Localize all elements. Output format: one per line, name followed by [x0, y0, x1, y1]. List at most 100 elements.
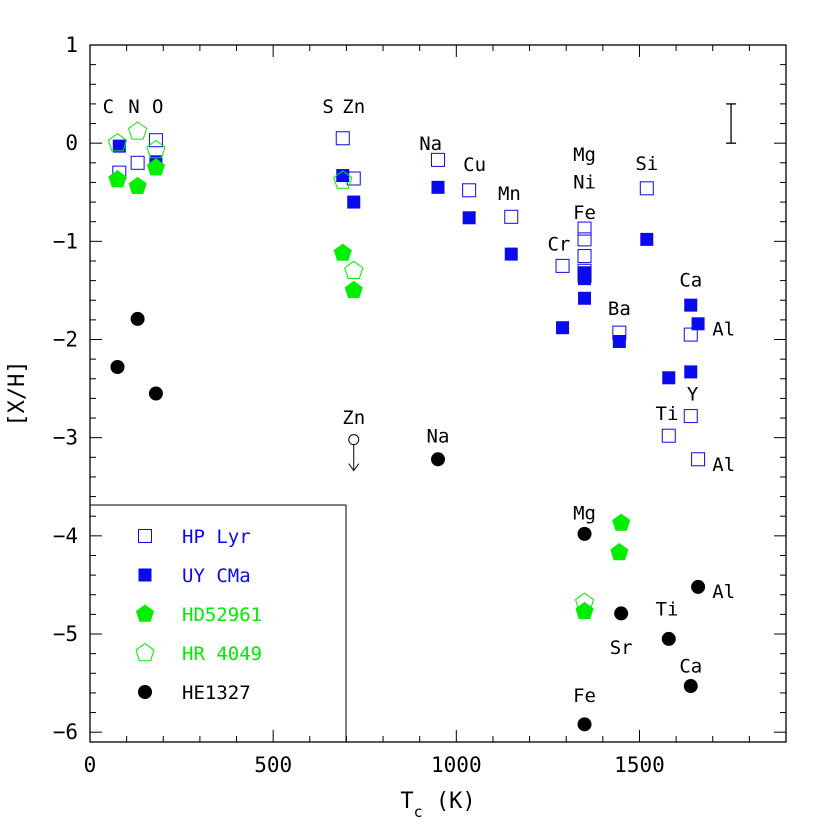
y-tick-label: −5: [53, 622, 78, 646]
data-point: [431, 180, 445, 194]
x-axis-title-subscript: c: [414, 803, 423, 821]
data-point: [662, 371, 676, 385]
data-point: [333, 170, 353, 189]
element-label: O: [152, 96, 163, 118]
x-axis-title-unit: (K): [423, 789, 476, 814]
x-tick-label: 1000: [431, 753, 482, 777]
legend-label: UY CMa: [182, 565, 251, 587]
data-point: [107, 133, 128, 152]
y-tick-label: 1: [65, 33, 78, 57]
data-point: [504, 247, 518, 261]
legend-marker: [138, 685, 152, 699]
y-tick-label: −6: [53, 720, 78, 744]
data-point: [128, 176, 147, 194]
data-point: [108, 170, 127, 188]
element-label: Cu: [463, 154, 486, 176]
data-markers: [107, 121, 706, 732]
data-point: [574, 592, 595, 611]
legend-label: HD52961: [182, 604, 262, 626]
data-point: [639, 181, 654, 196]
y-tick-label: −1: [53, 229, 78, 253]
data-point: [614, 606, 629, 621]
element-label: Al: [712, 581, 735, 603]
y-tick-label: −4: [53, 524, 78, 548]
y-tick-label: 0: [65, 131, 78, 155]
data-point: [344, 260, 364, 279]
data-point: [612, 334, 626, 348]
plot-area-border: [89, 44, 787, 743]
legend-label: HE1327: [182, 682, 251, 704]
data-point: [431, 452, 445, 467]
data-point: [683, 679, 698, 694]
data-point: [336, 169, 350, 183]
data-point: [148, 386, 163, 401]
series-hd52961: [108, 158, 631, 620]
data-point: [683, 327, 698, 342]
legend-marker: [136, 604, 154, 622]
element-label: Mg: [573, 502, 596, 524]
element-label: Fe: [573, 685, 596, 707]
legend-label: HP Lyr: [182, 526, 251, 548]
data-point: [683, 409, 698, 424]
data-point: [661, 428, 676, 443]
data-point: [504, 209, 519, 224]
data-point: [347, 195, 361, 209]
element-label: C: [103, 96, 114, 118]
element-label: Al: [712, 454, 735, 476]
data-point: [462, 211, 476, 225]
data-point: [333, 243, 352, 261]
series-hr-4049: [107, 121, 595, 611]
element-label: Mn: [498, 183, 521, 205]
data-point: [577, 717, 592, 732]
element-label: Fe: [573, 202, 596, 224]
data-point: [640, 232, 654, 246]
data-point: [577, 249, 592, 264]
upper-limit-arrow-head: [348, 463, 360, 472]
data-point: [146, 158, 165, 176]
element-label: Mg: [573, 144, 596, 166]
data-point: [128, 121, 148, 140]
data-point: [684, 365, 698, 379]
data-point: [130, 155, 145, 170]
element-label: Si: [635, 153, 658, 175]
element-label: N: [128, 96, 139, 118]
series-uy-cma: [112, 139, 705, 385]
element-label: Al: [712, 319, 735, 341]
y-tick-label: −3: [53, 426, 78, 450]
element-label: Ni: [573, 171, 596, 193]
element-label: Ca: [679, 655, 702, 677]
data-point: [577, 232, 592, 247]
element-label: Na: [419, 133, 442, 155]
x-tick-label: 500: [254, 753, 292, 777]
legend-box: [90, 504, 347, 742]
chart-extras: [348, 103, 737, 472]
data-point: [462, 183, 477, 198]
data-point: [556, 321, 570, 335]
data-point: [148, 133, 163, 148]
y-axis-title: [X/H]: [5, 360, 30, 426]
axis-titles: Tc (K) [X/H]: [5, 360, 476, 821]
element-label: Y: [687, 384, 699, 406]
element-label: Ti: [656, 403, 679, 425]
plot-frame: [89, 44, 787, 743]
x-axis-title: Tc (K): [400, 789, 475, 821]
series-he1327: [110, 311, 706, 732]
data-point: [112, 139, 126, 153]
data-point: [612, 513, 631, 531]
data-point: [691, 317, 705, 331]
element-label: Ba: [608, 298, 631, 320]
element-label: Sr: [610, 637, 633, 659]
data-point: [691, 579, 706, 594]
legend-marker: [138, 529, 152, 543]
element-label: Ti: [656, 598, 679, 620]
data-point: [577, 526, 592, 541]
data-point: [344, 280, 363, 299]
data-point: [578, 272, 592, 286]
upper-limit-marker: [348, 434, 360, 446]
data-point: [130, 311, 145, 326]
